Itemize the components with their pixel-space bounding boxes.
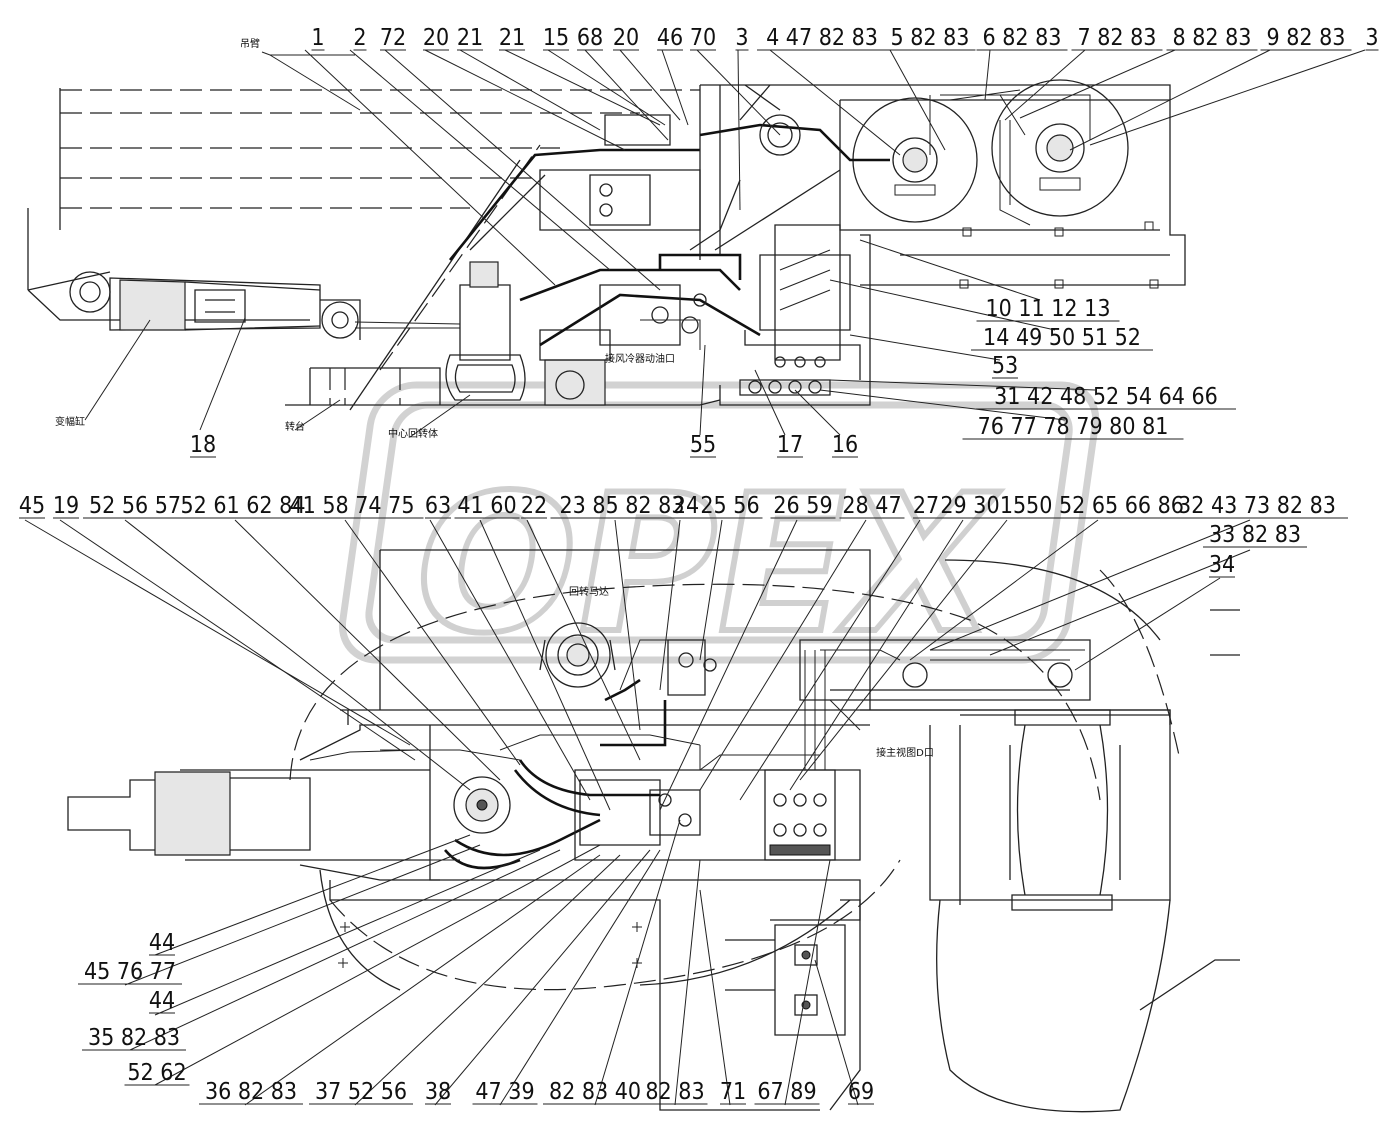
callout-c62: 69 — [848, 1079, 874, 1105]
callout-c10: 46 — [657, 25, 683, 51]
callout-c16: 7 82 83 — [1078, 25, 1157, 51]
callout-c25: 18 — [190, 432, 216, 458]
callout-c30: 19 — [53, 493, 79, 519]
callout-c34: 63 — [425, 493, 451, 519]
callout-c56: 38 — [425, 1079, 451, 1105]
callout-c37: 23 85 82 83 — [559, 493, 684, 519]
callout-c55: 37 52 56 — [315, 1079, 407, 1105]
callout-c39: 25 56 — [700, 493, 759, 519]
callout-c7: 15 — [543, 25, 569, 51]
callout-c36: 22 — [521, 493, 547, 519]
note-n5: 接风冷器动油口 — [605, 352, 675, 365]
side-elevation-view — [27, 79, 1186, 411]
callout-c3: 72 — [380, 25, 406, 51]
callout-c32: 52 61 62 84 — [180, 493, 305, 519]
callout-c5: 21 — [457, 25, 483, 51]
note-n6: 回转马达 — [569, 585, 609, 598]
callout-c18: 9 82 83 — [1267, 25, 1346, 51]
callout-c60: 71 — [720, 1079, 746, 1105]
base-bolts — [959, 221, 1159, 289]
callout-c35: 41 60 — [457, 493, 516, 519]
callout-c14: 5 82 83 — [891, 25, 970, 51]
callout-c29: 45 — [19, 493, 45, 519]
callout-c8: 68 — [577, 25, 603, 51]
callout-c13: 4 47 82 83 — [766, 25, 878, 51]
callout-c59: 82 83 — [645, 1079, 704, 1105]
callout-c20: 10 11 12 13 — [985, 296, 1110, 322]
callout-c41: 28 47 — [842, 493, 901, 519]
callout-c24: 76 77 78 79 80 81 — [978, 414, 1169, 440]
callout-c12: 3 — [735, 25, 748, 51]
note-n7: 接主视图D口 — [876, 746, 934, 759]
note-n4: 中心回转体 — [388, 427, 438, 440]
callout-c22: 53 — [992, 353, 1018, 379]
callout-c43: 29 30 — [940, 493, 999, 519]
callout-c52: 35 82 83 — [88, 1025, 180, 1051]
callout-c23: 31 42 48 52 54 64 66 — [994, 384, 1218, 410]
callout-c42: 27 — [913, 493, 939, 519]
callout-c50: 45 76 77 — [84, 959, 176, 985]
callout-c61: 67 89 — [757, 1079, 816, 1105]
callout-c26: 55 — [690, 432, 716, 458]
callout-c53: 52 62 — [127, 1060, 186, 1086]
callout-c17: 8 82 83 — [1173, 25, 1252, 51]
control-valve-bank-plan — [769, 793, 831, 856]
callout-c2: 2 — [353, 25, 366, 51]
callout-c57: 47 39 — [475, 1079, 534, 1105]
leader-lines-top — [84, 49, 1366, 438]
callout-c9: 20 — [613, 25, 639, 51]
callout-c49: 44 — [149, 930, 175, 956]
callout-c46: 32 43 73 82 83 — [1178, 493, 1336, 519]
callout-c58: 82 83 40 — [549, 1079, 641, 1105]
callout-c1: 1 — [311, 25, 324, 51]
callout-c38: 24 — [673, 493, 699, 519]
callout-c4: 20 — [423, 25, 449, 51]
plan-view — [67, 549, 1240, 1113]
callout-c19: 3 — [1365, 25, 1378, 51]
callout-c6: 21 — [499, 25, 525, 51]
callout-c11: 70 — [690, 25, 716, 51]
callout-c45: 50 52 65 66 86 — [1026, 493, 1184, 519]
note-n1: 吊臂 — [240, 37, 260, 50]
callout-c21: 14 49 50 51 52 — [983, 325, 1141, 351]
control-valve-bank-side — [748, 356, 826, 394]
callout-c54: 36 82 83 — [205, 1079, 297, 1105]
callout-c33: 41 58 74 75 — [289, 493, 414, 519]
callout-c47: 33 82 83 — [1209, 522, 1301, 548]
watermark-text: OPEX — [396, 454, 1012, 675]
callout-c44: 15 — [1000, 493, 1026, 519]
note-n2: 变幅缸 — [55, 415, 85, 428]
callout-c15: 6 82 83 — [983, 25, 1062, 51]
callout-c48: 34 — [1209, 552, 1235, 578]
callout-c51: 44 — [149, 988, 175, 1014]
leader-lines-plan — [24, 519, 1251, 1106]
callout-c31: 52 56 57 — [89, 493, 181, 519]
center-marks — [338, 922, 642, 968]
callout-c28: 16 — [832, 432, 858, 458]
note-n3: 转台 — [285, 420, 305, 433]
callout-c27: 17 — [777, 432, 803, 458]
callout-c40: 26 59 — [773, 493, 832, 519]
